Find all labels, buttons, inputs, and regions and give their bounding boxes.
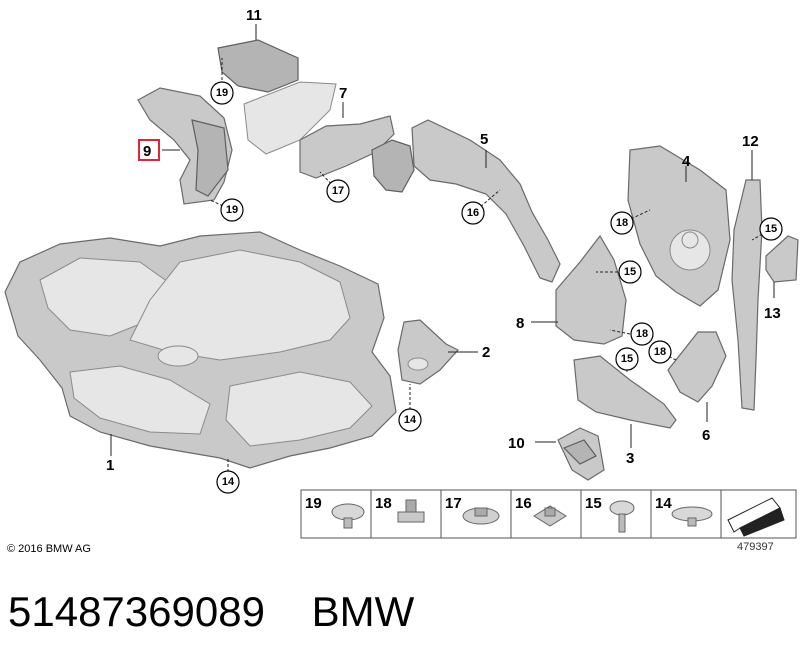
svg-text:14: 14 (222, 476, 235, 488)
part-3-lower-shield (573, 355, 677, 429)
callout-10: 10 (508, 435, 525, 452)
part-9-heat-shield (137, 87, 233, 205)
fastener-15-screw (609, 500, 635, 533)
fastener-legend: 19 18 17 16 15 14 (300, 489, 797, 539)
part-1-underbody-shield (4, 231, 397, 469)
part-6-bracket (667, 331, 727, 403)
circled-callout: 18 (630, 322, 654, 346)
circled-callout: 14 (398, 408, 422, 432)
part-number: 51487369089 (8, 588, 265, 635)
fastener-14-clip (671, 506, 713, 527)
callout-5: 5 (480, 131, 488, 148)
callout-numbers: 1 2 3 4 5 6 7 8 10 11 12 13 (106, 7, 781, 474)
part-10-clips (557, 427, 605, 481)
part-11-insulation (217, 39, 299, 93)
circled-callout: 19 (210, 81, 234, 105)
svg-text:15: 15 (624, 266, 636, 278)
part-2-plate (397, 319, 459, 385)
part-number-line: 51487369089 BMW (8, 588, 414, 636)
direction-arrow-icon (727, 497, 785, 537)
circled-callout: 15 (759, 217, 783, 241)
callout-9: 9 (143, 143, 151, 160)
svg-text:19: 19 (216, 87, 228, 99)
callout-7: 7 (339, 85, 347, 102)
circled-callout: 14 (216, 470, 240, 494)
svg-text:19: 19 (226, 204, 238, 216)
svg-text:15: 15 (765, 223, 777, 235)
svg-text:17: 17 (332, 185, 344, 197)
circled-callout: 15 (618, 260, 642, 284)
legend-15: 15 (585, 495, 602, 512)
callout-1: 1 (106, 457, 114, 474)
copyright-text: © 2016 BMW AG (7, 543, 91, 555)
callout-6: 6 (702, 427, 710, 444)
image-number: 479397 (737, 541, 774, 553)
callout-3: 3 (626, 450, 634, 467)
legend-16: 16 (515, 495, 532, 512)
callout-12: 12 (742, 133, 759, 150)
legend-17: 17 (445, 495, 462, 512)
svg-text:18: 18 (654, 346, 666, 358)
callout-9-highlighted: 9 (138, 139, 160, 161)
part-7-shield (243, 81, 395, 179)
part-8-shield (555, 234, 627, 345)
brand-name: BMW (311, 588, 415, 635)
highlight-box (138, 139, 160, 161)
part-13-bracket (765, 235, 799, 283)
callout-11: 11 (246, 7, 262, 24)
svg-text:16: 16 (467, 207, 479, 219)
fastener-19-clip (331, 503, 365, 529)
part-4-bulkhead-shield (627, 145, 731, 307)
svg-text:14: 14 (404, 414, 417, 426)
fastener-18-nut (397, 499, 425, 523)
circled-callout: 15 (615, 347, 639, 371)
circled-callout: 18 (648, 340, 672, 364)
callout-4: 4 (682, 153, 691, 170)
legend-14: 14 (655, 495, 672, 512)
circled-callouts: 19 19 17 16 18 15 15 18 18 15 14 14 (210, 81, 783, 494)
part-5-tunnel-shield (371, 119, 561, 283)
callout-13: 13 (764, 305, 781, 322)
callout-2: 2 (482, 344, 490, 361)
legend-18: 18 (375, 495, 392, 512)
svg-text:15: 15 (621, 353, 633, 365)
fastener-17-nut (462, 507, 500, 525)
fastener-16-nut (533, 505, 567, 527)
circled-callout: 17 (326, 179, 350, 203)
circled-callout: 18 (610, 211, 634, 235)
svg-text:18: 18 (616, 217, 628, 229)
circled-callout: 19 (220, 198, 244, 222)
part-12-vertical-shield (731, 179, 763, 411)
legend-19: 19 (305, 495, 322, 512)
svg-text:18: 18 (636, 328, 648, 340)
circled-callout: 16 (461, 201, 485, 225)
callout-8: 8 (516, 315, 524, 332)
